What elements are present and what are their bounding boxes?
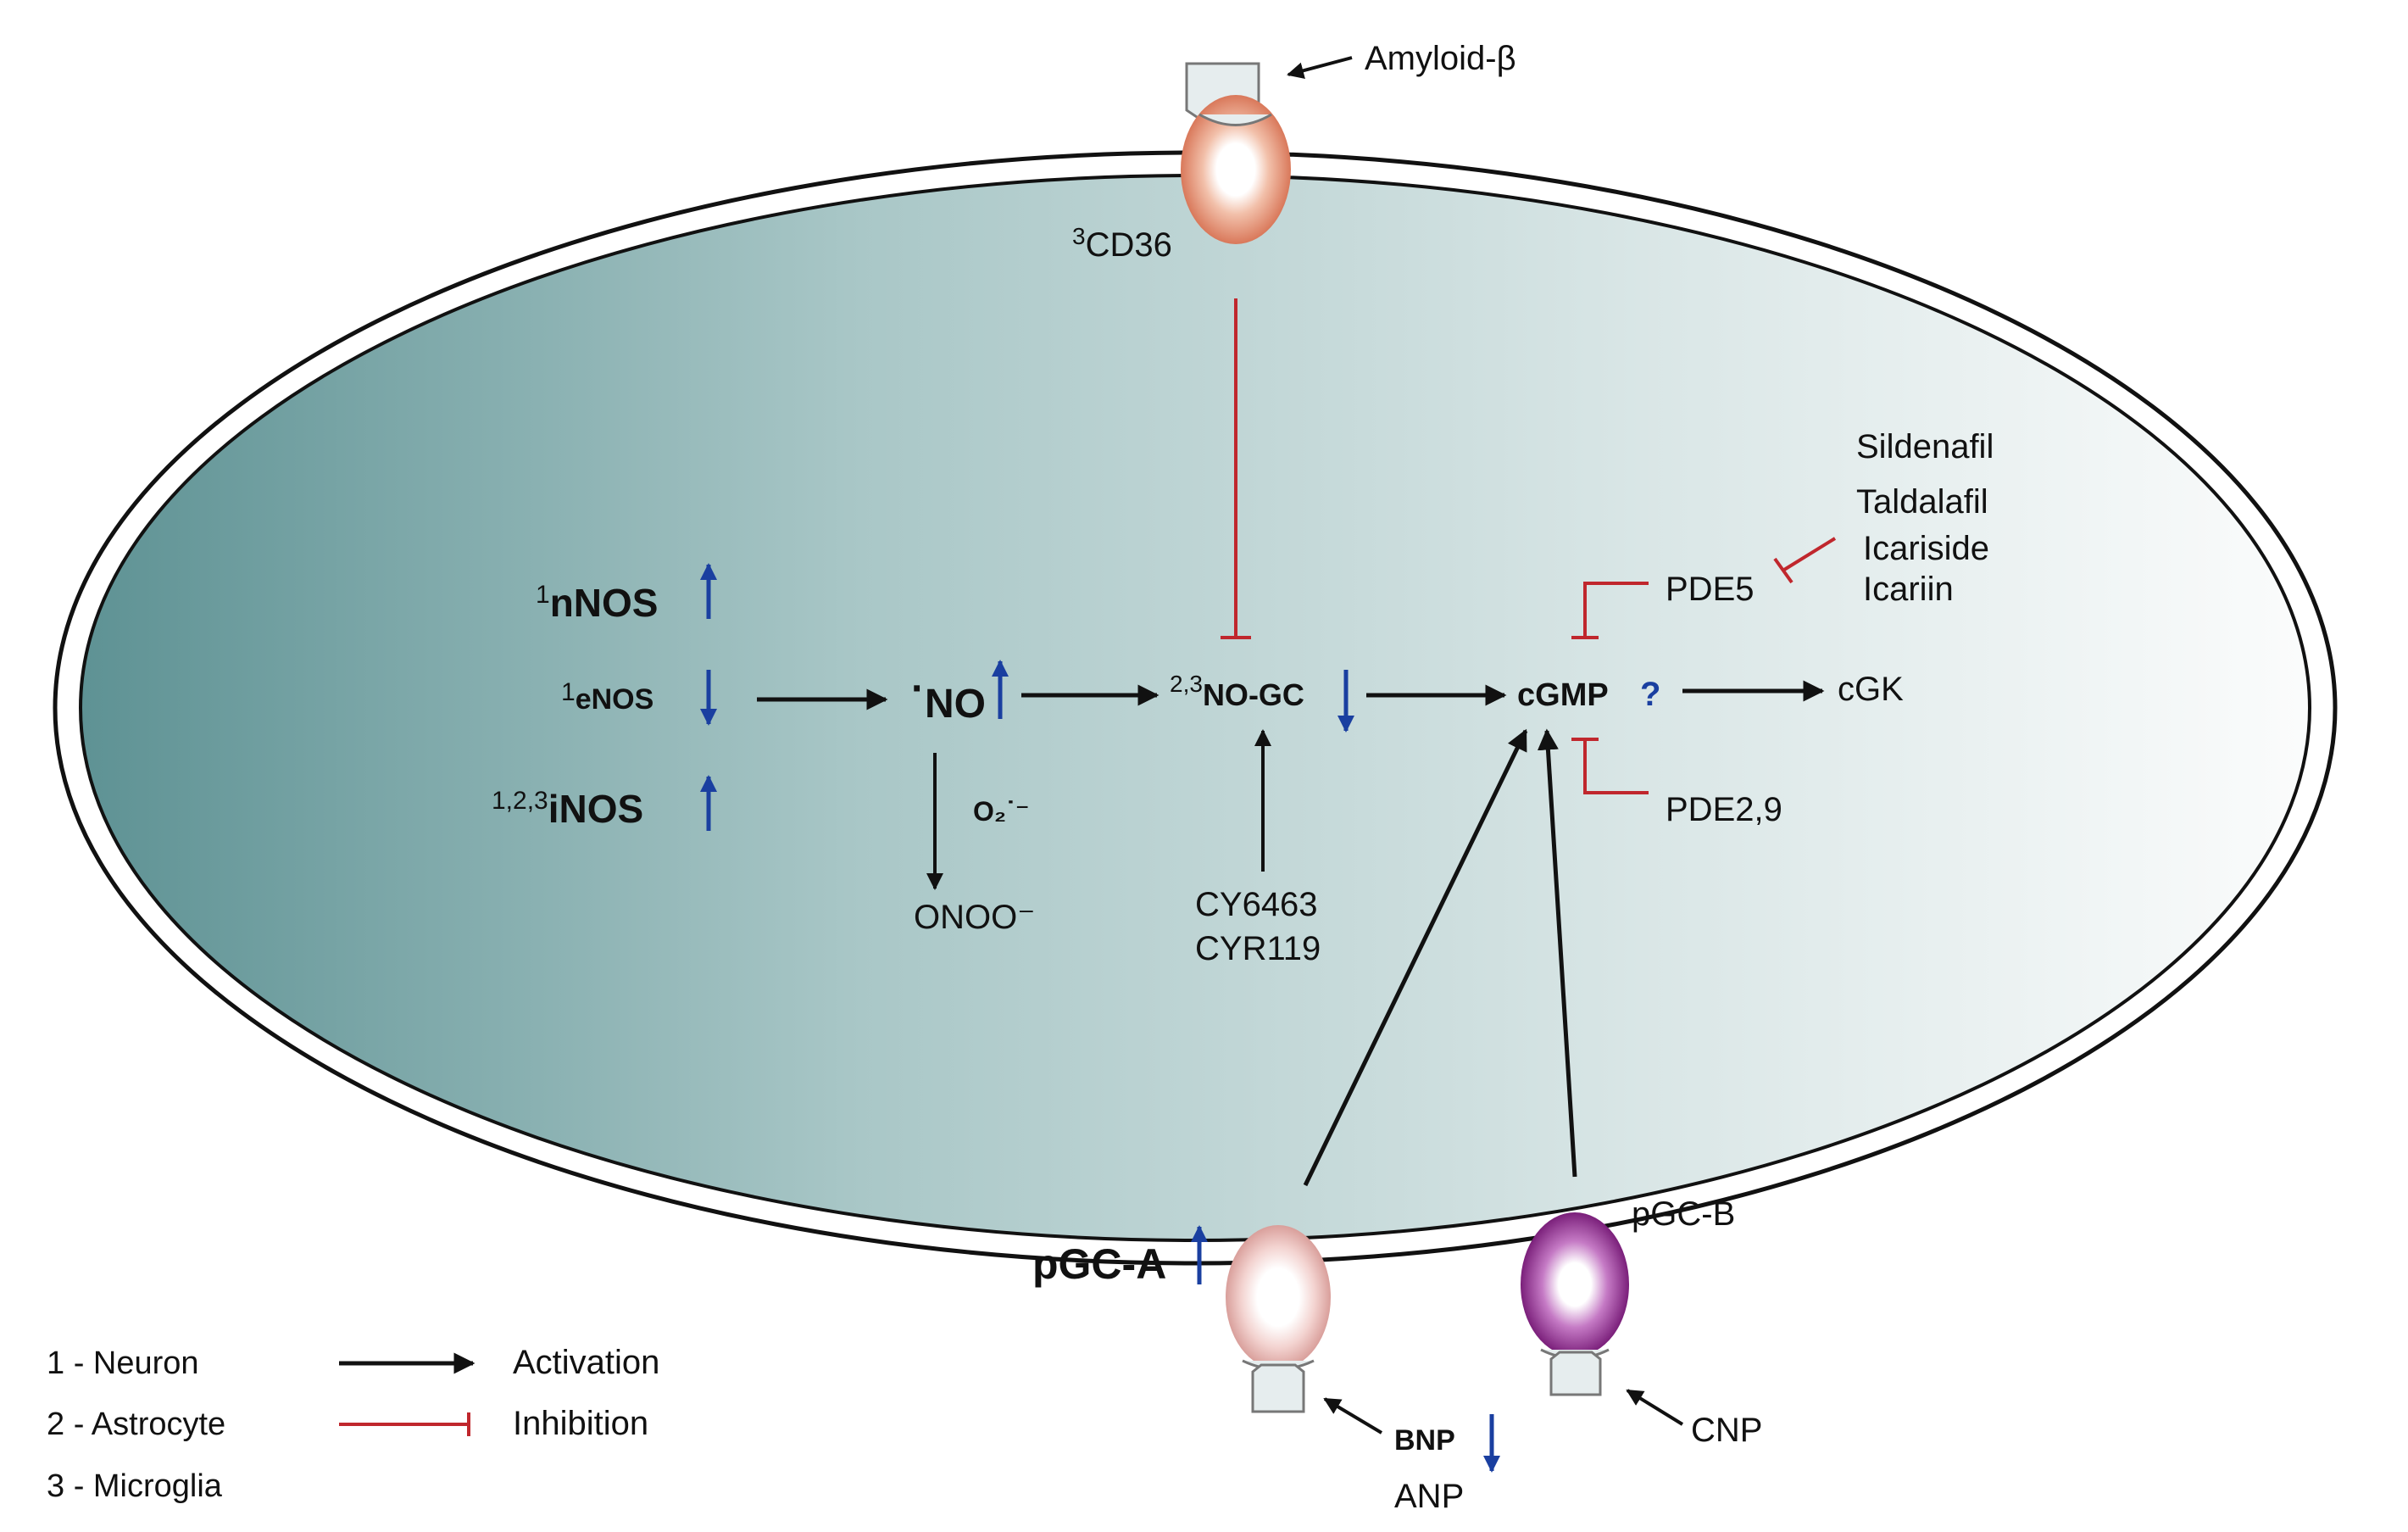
bnp-label: BNP (1394, 1424, 1455, 1457)
legend-neuron: 1 - Neuron (47, 1345, 199, 1381)
inhibitors-to-pde5-inhibition (1773, 537, 1837, 584)
no-label: ·NO (911, 666, 986, 727)
legend: 1 - Neuron 2 - Astrocyte 3 - Microglia A… (47, 1344, 659, 1504)
peroxynitrite-label: ONOO⁻ (914, 899, 1035, 936)
cgk-label: cGK (1838, 671, 1904, 708)
stimulator-cyr119: CYR119 (1195, 930, 1321, 967)
inhibitor-icariside: Icariside (1863, 530, 1989, 567)
legend-inhibition-label: Inhibition (513, 1405, 648, 1442)
pde29-label: PDE2,9 (1666, 791, 1782, 828)
pgcb-label: pGC-B (1632, 1195, 1735, 1233)
inhibitor-taldalafil: Taldalafil (1856, 483, 1988, 521)
cd36-inhibition (1221, 298, 1251, 639)
pgca-to-cgmp-arrow (1303, 728, 1528, 1187)
pgca-label: pGC-A (1032, 1240, 1166, 1288)
legend-microglia: 3 - Microglia (47, 1468, 223, 1504)
anp-label: ANP (1394, 1478, 1464, 1515)
amyloid-arrow (1287, 56, 1353, 80)
inhibitor-icariin: Icariin (1863, 571, 1954, 608)
cgmp-question-mark: ? (1640, 676, 1660, 713)
pde29-inhibition (1571, 738, 1649, 794)
inhibitor-sildenafil: Sildenafil (1856, 428, 1994, 465)
nnos-label: 1nNOS (536, 581, 658, 625)
enos-label: 1eNOS (561, 678, 653, 716)
cnp-label: CNP (1691, 1412, 1762, 1449)
inos-label: 1,2,3iNOS (492, 787, 643, 831)
legend-activation-label: Activation (513, 1344, 659, 1381)
pgcb-receptor (1521, 1212, 1629, 1396)
legend-astrocyte: 2 - Astrocyte (47, 1407, 225, 1442)
nogc-label: 2,3NO-GC (1170, 671, 1304, 712)
pgca-receptor (1226, 1225, 1331, 1413)
amyloid-label: Amyloid-β (1365, 40, 1516, 77)
cell-membrane (53, 150, 2338, 1266)
pde5-label: PDE5 (1666, 571, 1755, 608)
bnp-to-pgca-arrow (1323, 1397, 1383, 1435)
superoxide-label: O₂˙⁻ (973, 796, 1030, 827)
cd36-receptor (1181, 62, 1291, 244)
pde5-inhibition (1571, 582, 1649, 639)
cnp-to-pgcb-arrow (1626, 1389, 1684, 1426)
pgcb-to-cgmp-arrow (1537, 728, 1577, 1178)
cd36-label: 3CD36 (1072, 223, 1172, 264)
stimulator-cy6463: CY6463 (1195, 886, 1318, 923)
cgmp-label: cGMP (1517, 677, 1609, 713)
